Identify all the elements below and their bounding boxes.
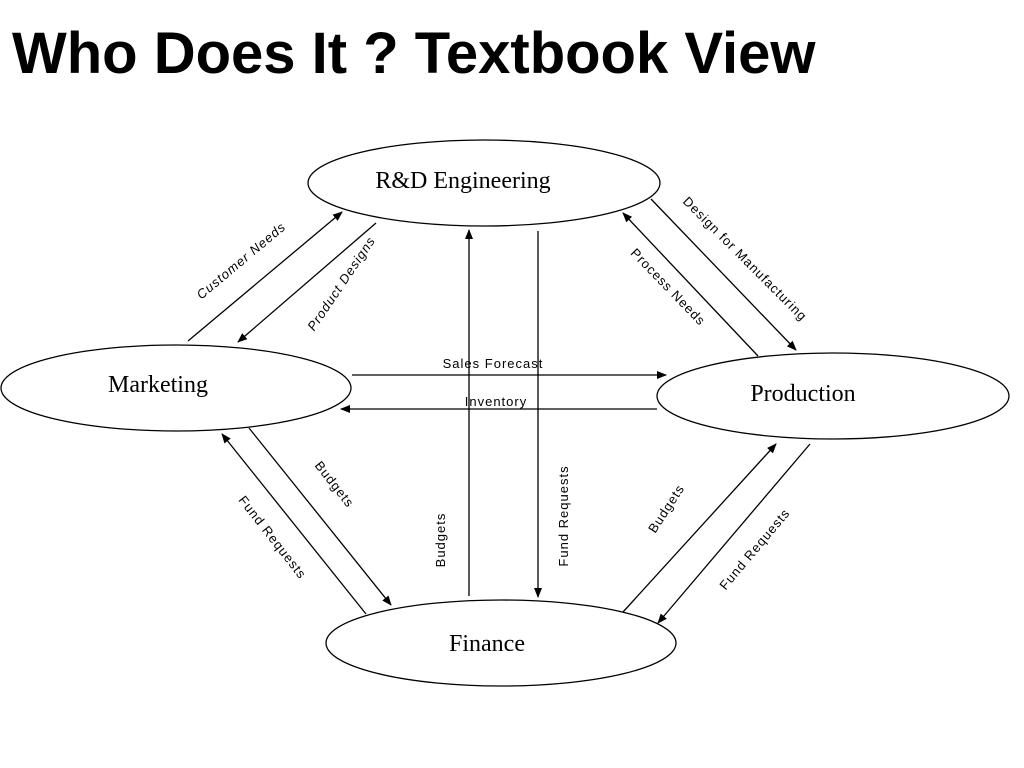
edge-customer-needs-label: Customer Needs bbox=[194, 219, 289, 302]
node-production-ellipse bbox=[656, 352, 1010, 440]
node-finance-ellipse bbox=[325, 599, 677, 687]
node-rd-engineering-label: R&D Engineering bbox=[375, 168, 550, 194]
node-rd-engineering-ellipse bbox=[307, 139, 661, 227]
edge-fund-requests-production-label: Fund Requests bbox=[716, 506, 793, 593]
edge-design-for-manufacturing-label: Design for Manufacturing bbox=[680, 194, 810, 324]
edge-fund-requests-rd-label: Fund Requests bbox=[556, 465, 571, 566]
node-rd-engineering: R&D Engineering bbox=[307, 139, 661, 227]
node-production-label: Production bbox=[750, 381, 855, 407]
edge-budgets-production-arrow bbox=[622, 443, 777, 613]
edge-budgets-rd-label: Budgets bbox=[433, 513, 448, 568]
edge-fund-requests-production-arrow bbox=[657, 443, 811, 624]
edge-process-needs-arrow bbox=[622, 212, 759, 357]
node-finance-label: Finance bbox=[449, 631, 525, 657]
edge-process-needs-label: Process Needs bbox=[628, 245, 709, 328]
page-title: Who Does It ? Textbook View bbox=[12, 21, 816, 86]
edge-customer-needs-arrow bbox=[187, 211, 343, 342]
edge-product-designs-arrow bbox=[237, 222, 377, 343]
edge-fund-requests-marketing-label: Fund Requests bbox=[235, 493, 309, 582]
edge-budgets-marketing-label: Budgets bbox=[312, 458, 357, 510]
node-marketing-label: Marketing bbox=[108, 372, 208, 398]
node-marketing: Marketing bbox=[0, 344, 352, 432]
node-marketing-ellipse bbox=[0, 344, 352, 432]
node-finance: Finance bbox=[325, 599, 677, 687]
node-production: Production bbox=[656, 352, 1010, 440]
edge-inventory-label: Inventory bbox=[465, 394, 527, 409]
edge-product-designs-label: Product Designs bbox=[304, 234, 378, 334]
edge-budgets-marketing-arrow bbox=[248, 427, 392, 606]
edge-sales-forecast-label: Sales Forecast bbox=[443, 356, 544, 371]
edge-fund-requests-marketing-arrow bbox=[221, 433, 367, 615]
edge-design-for-manufacturing-arrow bbox=[650, 198, 797, 351]
edge-budgets-production-label: Budgets bbox=[645, 482, 687, 536]
